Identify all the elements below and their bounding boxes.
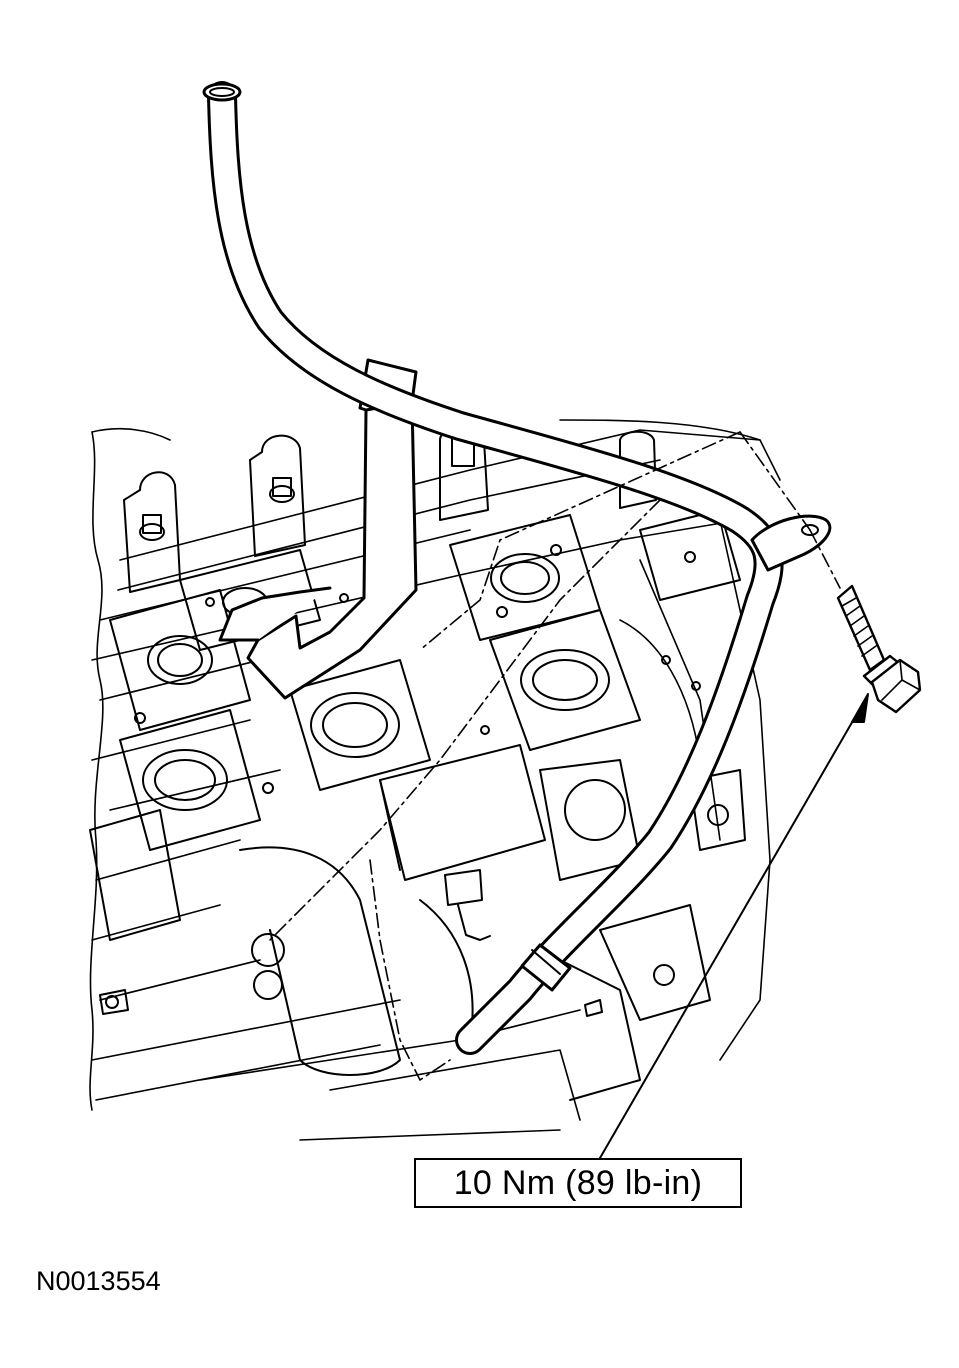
assembly-centerline-icon — [269, 431, 841, 1081]
exhaust-manifold-icon — [89, 509, 746, 1101]
dipstick-tube-icon — [202, 81, 832, 1055]
torque-leader-arrow — [599, 693, 869, 1159]
torque-spec-label: 10 Nm (89 lb-in) — [414, 1158, 742, 1208]
engine-block-icon — [89, 419, 781, 1141]
bolt-icon — [836, 584, 922, 714]
figure-id-label: N0013554 — [36, 1266, 161, 1296]
